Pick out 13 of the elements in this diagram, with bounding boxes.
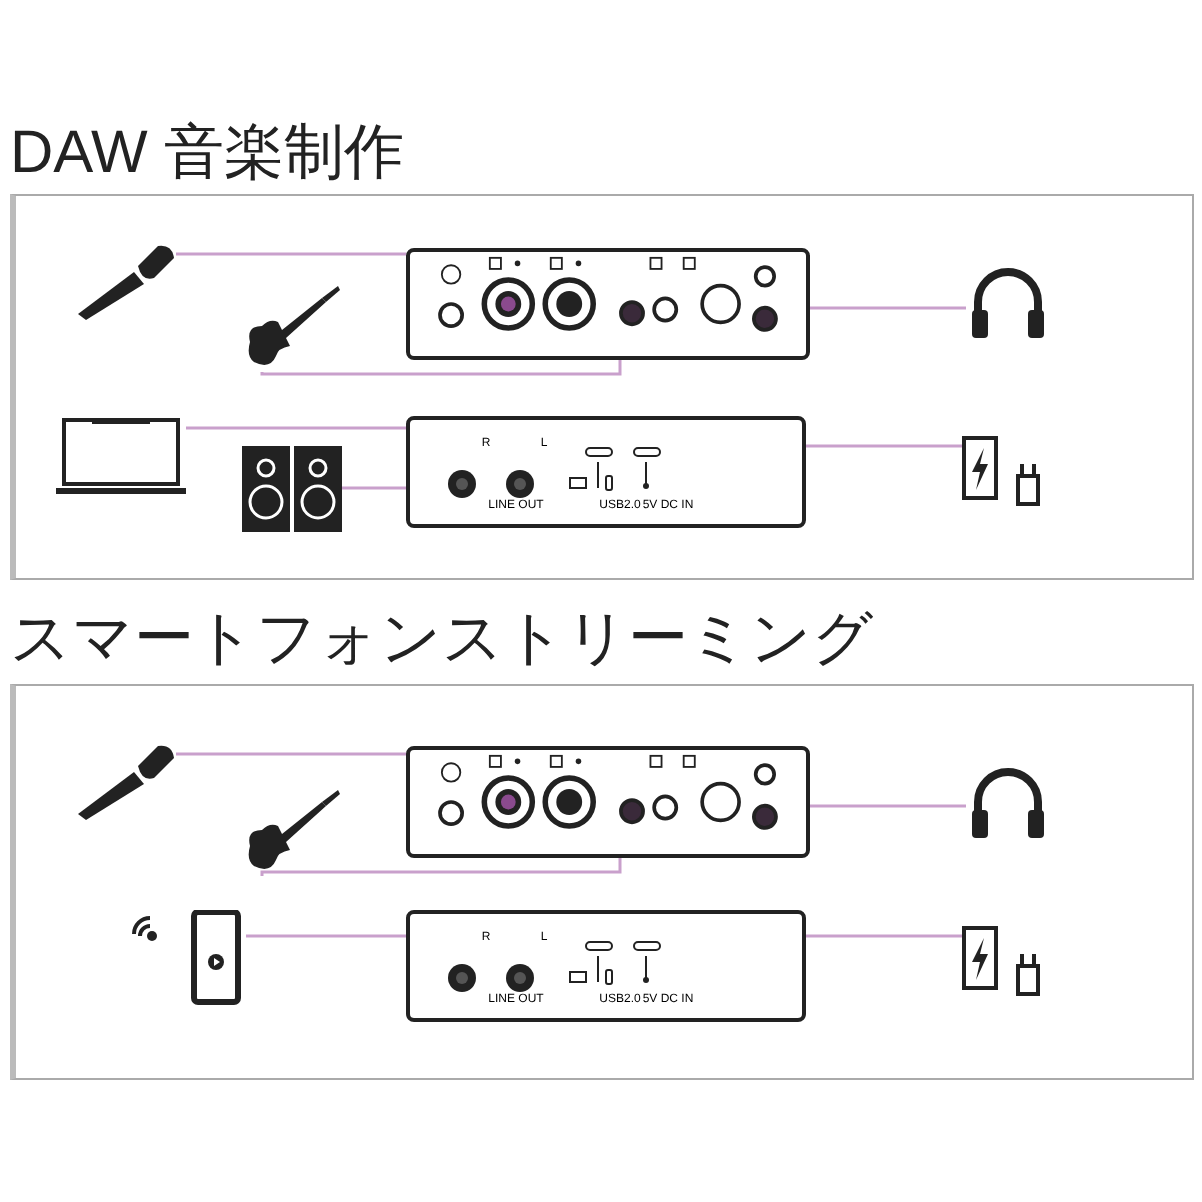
cable-line (260, 360, 622, 376)
cable-line (260, 858, 622, 876)
cable-line (806, 934, 962, 938)
cable-line (246, 934, 406, 938)
cable-line (810, 306, 966, 310)
cable-line (186, 426, 406, 430)
cable-line (176, 752, 406, 756)
section-title: DAW 音楽制作 (10, 124, 407, 190)
cable-line (810, 804, 966, 808)
cable-line (176, 252, 406, 256)
cable-line (806, 444, 962, 448)
section-title: スマートフォンストリーミング (10, 610, 876, 676)
cable-line (342, 486, 406, 490)
